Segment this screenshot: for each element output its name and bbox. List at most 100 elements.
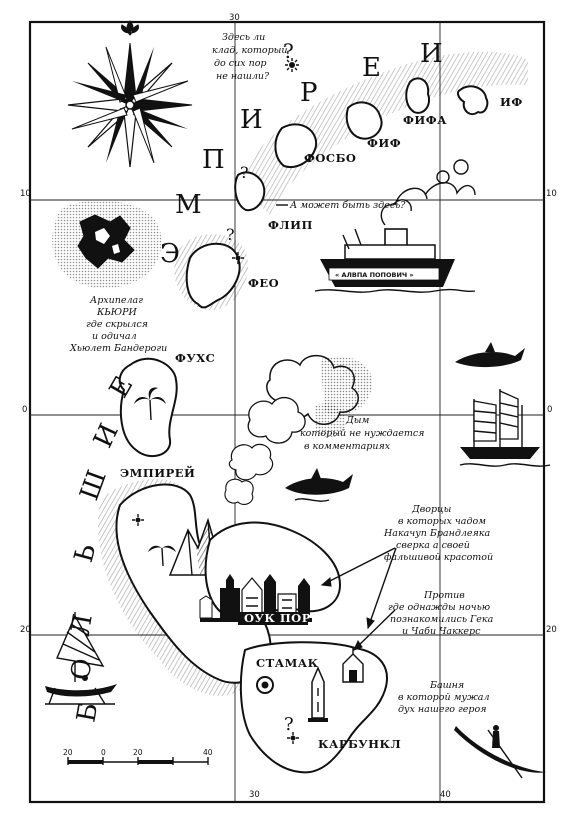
island-empirei: ЭМПИРЕЙ: [98, 465, 272, 696]
against-note-line-1: Против: [423, 590, 465, 601]
grid-label-right-20: 20: [546, 625, 557, 635]
archipelago-note-line-3: где скрылся: [86, 319, 148, 330]
grid-label-top-30: 30: [229, 13, 240, 23]
outrigger-canoe-icon: [45, 612, 117, 705]
palaces-note-line-4: сверка а своей: [396, 540, 470, 551]
shark-icon: [455, 342, 525, 368]
question-mark-icon: ?: [283, 39, 294, 63]
island-flip: ФЛИП: [234, 171, 313, 232]
question-mark-icon: ?: [226, 225, 235, 244]
archipelago-note: Архипелаг КЬЮРИ где скрылся и одичал Хью…: [69, 295, 167, 354]
palaces-note: Дворцы в которых чадом Накачуп Брандлеяк…: [383, 504, 493, 563]
smoke-note: Дым который не нуждается в комментариях: [300, 415, 424, 452]
sea-letter: И: [420, 39, 443, 69]
smoke-note-line-1: Дым: [345, 415, 369, 426]
palaces-note-line-3: Накачуп Брандлеяка: [383, 528, 490, 539]
tower-note-line-2: в которой мужал: [398, 692, 490, 703]
question-mark-icon: ?: [240, 163, 249, 182]
island-if: ИФ: [456, 85, 523, 116]
island-label-fuks: ФУХС: [175, 351, 215, 365]
tower-note-line-3: дух нашего героя: [398, 704, 487, 715]
smoke-note-line-2: который не нуждается: [300, 428, 424, 439]
map-frame: [28, 20, 546, 804]
sea-name-empirei-curve: Э М П И: [160, 105, 263, 269]
palm-tree-icon: [134, 387, 166, 421]
grid-label-left-0: 0: [22, 405, 27, 415]
gondola-icon: [454, 725, 546, 779]
island-label-fif: ФИФ: [367, 136, 401, 150]
grid-label-right-10: 10: [546, 189, 557, 199]
island-label-fifa: ФИФА: [403, 113, 447, 127]
island-fif: ФИФ: [345, 101, 401, 150]
sea-letter: Л: [65, 612, 98, 639]
scale-tick-4: 40: [203, 748, 213, 757]
map-grid: [28, 20, 546, 804]
island-feo: ФЕО: [174, 233, 279, 311]
palm-tree-icon: [148, 545, 176, 567]
palaces-note-line-1: Дворцы: [411, 504, 452, 515]
island-fosbo: ФОСБО: [274, 123, 356, 168]
chapel-icon: [342, 648, 364, 683]
island-label-karbunkl: КАРБУНКЛ: [318, 737, 401, 751]
scale-tick-1: 20: [63, 748, 73, 757]
sun-sparkle-icon: [132, 514, 144, 526]
target-marker-icon: [256, 676, 274, 694]
treasure-note-line-1: Здесь ли: [222, 32, 265, 43]
island-label-stamak: СТАМАК: [256, 656, 319, 670]
sun-sparkle-icon: [232, 252, 244, 264]
island-label-empirei: ЭМПИРЕЙ: [120, 465, 195, 480]
grid-labels: 30 10 10 0 0 20 20 30 40: [20, 13, 557, 800]
sea-letter: М: [175, 190, 202, 220]
treasure-note-line-2: клад, который: [212, 45, 288, 56]
scale-tick-2: 0: [101, 748, 106, 757]
palaces-note-line-5: фальшивой красотой: [384, 552, 493, 563]
scale-tick-3: 20: [133, 748, 143, 757]
grid-label-right-0: 0: [547, 405, 552, 415]
compass-rose-icon: [67, 20, 193, 168]
palaces-note-line-2: в которых чадом: [398, 516, 486, 527]
grid-label-left-10: 10: [20, 189, 31, 199]
ouk-port-label-bg: [238, 612, 308, 625]
question-mark-icon: ?: [284, 714, 294, 735]
pointer-arrows: [320, 547, 397, 651]
sea-letter: И: [240, 105, 263, 135]
maybe-here-note: А может быть здесь?: [289, 200, 406, 211]
sea-letter: Р: [300, 78, 318, 108]
island-label-feo: ФЕО: [248, 276, 279, 290]
ship-name-label: « АЛВПА ПОПОВИЧ »: [335, 271, 414, 279]
steamship-icon: « АЛВПА ПОПОВИЧ »: [314, 159, 476, 293]
sea-letter: О: [65, 656, 98, 682]
smoke-cloud: [224, 354, 373, 505]
island-fifa: ФИФА: [403, 77, 447, 127]
smoke-note-line-3: в комментариях: [304, 441, 391, 452]
against-note-line-4: и Чаби Чаккерс: [402, 626, 481, 637]
against-note-line-3: познакомились Гека: [390, 614, 494, 625]
archipelago-note-line-1: Архипелаг: [89, 295, 143, 306]
tower-icon: [308, 666, 328, 722]
sailing-junk-icon: [459, 389, 551, 467]
shark-icon: [285, 468, 353, 502]
grid-label-bottom-30: 30: [249, 790, 260, 800]
archipelago-kyuri: [52, 200, 162, 289]
sea-letter: П: [202, 145, 225, 175]
grid-label-bottom-40: 40: [440, 790, 451, 800]
sun-sparkle-icon: [285, 58, 299, 72]
tower-note: Башня в которой мужал дух нашего героя: [398, 680, 490, 715]
sun-sparkle-icon: [287, 732, 299, 744]
island-label-if: ИФ: [500, 95, 523, 109]
sea-name-empirei-top: Р Е И: [300, 39, 443, 108]
against-note-line-2: где однажды ночью: [388, 602, 490, 613]
treasure-note-top: Здесь ли клад, который до сих пор не наш…: [212, 32, 288, 82]
sea-letter: Э: [160, 239, 180, 269]
island-label-fosbo: ФОСБО: [304, 151, 356, 165]
island-label-ouk-port: ОУК ПОРТ: [244, 611, 320, 625]
island-fuks: ФУХС: [118, 351, 215, 458]
treasure-note-line-3: до сих пор: [214, 58, 267, 69]
archipelago-note-line-5: Хьюлет Бандероги: [69, 343, 167, 354]
against-note: Против где однажды ночью познакомились Г…: [388, 590, 494, 637]
tower-note-line-1: Башня: [429, 680, 464, 691]
island-label-flip: ФЛИП: [268, 218, 313, 232]
treasure-note-line-4: не нашли?: [216, 71, 270, 82]
archipelago-note-line-2: КЬЮРИ: [96, 307, 137, 318]
